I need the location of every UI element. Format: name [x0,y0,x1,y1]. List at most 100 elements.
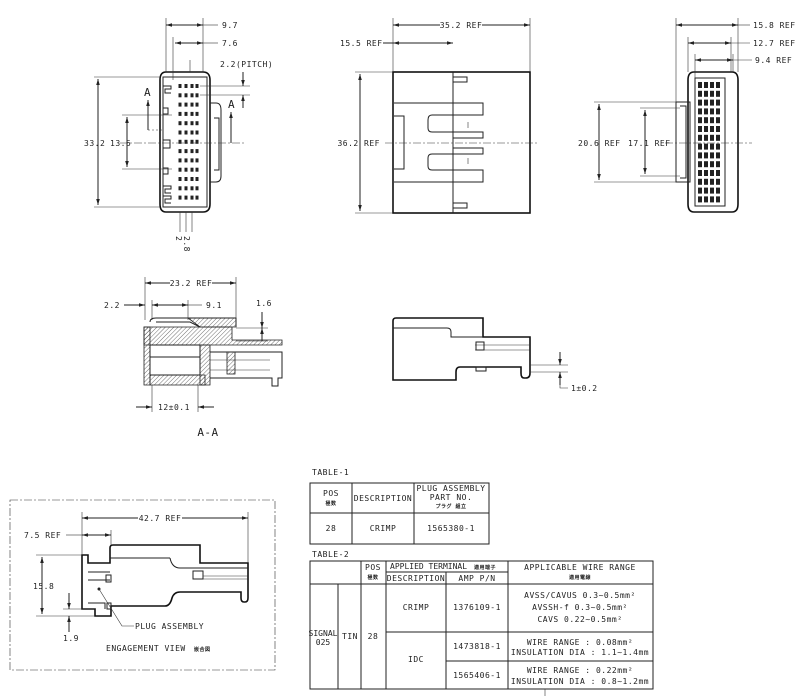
pin-cavity [178,84,182,88]
rear-pin-cavity [698,117,702,124]
rear-pin-cavity [716,108,720,115]
rear-pin-cavity [698,196,702,203]
t2-idc2-wire-1: WIRE RANGE : 0.22mm² [527,666,633,675]
pin-cavity [184,149,188,154]
dim-rear-h1: 20.6 REF [578,139,621,148]
dim-section-length: 23.2 REF [170,279,213,288]
rear-pin-cavity [698,178,702,185]
rear-pin-cavity [698,170,702,176]
pin-cavity [190,130,194,135]
rear-pin-cavity [716,143,720,150]
pin-cavity [190,84,194,88]
pin-cavity [178,149,182,154]
pin-cavity [190,102,194,107]
rear-pin-cavity [710,134,714,141]
t2-crimp-wire-2: AVSSH-f 0.3~0.5mm² [532,603,628,612]
rear-pin-cavity [716,196,720,203]
pin-cavity [195,84,199,88]
dim-latch-height: 13.5 [110,139,131,148]
pin-cavity [178,177,182,181]
rear-pin-cavity [698,90,702,97]
rear-pin-cavity [704,170,708,176]
t2-desc-crimp: CRIMP [403,603,430,612]
rear-pin-cavity [716,134,720,141]
pin-cavity [184,102,188,107]
t2-header-description: DESCRIPTION [387,574,445,583]
pin-cavity [184,121,188,126]
side-view: 35.2 REF 15.5 REF 36.2 REF [337,18,537,214]
pin-cavity [190,111,194,116]
t2-crimp-wire-3: CAVS 0.22~0.5mm² [537,615,622,624]
pin-cavity [195,93,199,98]
rear-pin-cavity [704,196,708,203]
dim-pitch: 2.2(PITCH) [220,60,273,69]
dim-engagement-length: 42.7 REF [139,514,182,523]
pin-cavity [195,177,199,181]
dim-bottom-step: 1±0.2 [571,384,598,393]
t2-pn-idc-2: 1565406-1 [453,671,501,680]
rear-pin-cavity [716,99,720,106]
dim-section-gap: 1.6 [256,299,272,308]
pin-cavity [178,121,182,126]
pin-cavity [190,195,194,200]
rear-pin-cavity [698,126,702,132]
t2-header-applied-terminal-jp: 適用端子 [474,564,496,571]
pin-cavity [195,130,199,135]
pin-cavity [195,111,199,116]
pin-cavity [184,186,188,191]
table-1: TABLE-1 POS 極数 DESCRIPTION PLUG ASSEMBLY… [309,468,490,545]
dim-rear-w3: 9.4 REF [755,56,792,65]
pin-cavity [178,93,182,98]
pin-cavity [178,195,182,200]
rear-pin-cavity [698,134,702,141]
rear-pin-cavity [704,161,708,168]
pin-cavity [195,139,199,144]
t2-pn-idc-1: 1473818-1 [453,642,501,651]
rear-pin-cavity [698,82,702,88]
dim-mating: 12±0.1 [158,403,190,412]
front-view: 9.7 7.6 2.2(PITCH) 33.2 13.5 A A 2 2.8 [84,18,273,252]
t1-header-description: DESCRIPTION [354,494,412,503]
dim-latch-pos: 15.5 REF [340,39,383,48]
rear-pin-cavity [704,90,708,97]
pin-cavity [190,158,194,163]
rear-pin-cavity [704,99,708,106]
rear-pin-cavity [716,82,720,88]
t1-cell-part-no: 1565380-1 [427,524,475,533]
dim-engagement-step: 1.9 [63,634,79,643]
rear-pin-cavity [716,161,720,168]
pin-cavity [184,167,188,172]
engagement-view-title: ENGAGEMENT VIEW [106,644,186,653]
pin-cavity [184,158,188,163]
rear-pin-cavity [710,170,714,176]
rear-pin-cavity [698,187,702,194]
t2-pn-crimp: 1376109-1 [453,603,501,612]
pin-cavity [195,149,199,154]
t2-plating: TIN [342,632,358,641]
rear-pin-cavity [704,178,708,185]
table-2: TABLE-2 POS 極数 APPLIED TERMINAL 適用端子 DES… [309,550,654,696]
t2-idc1-wire-1: WIRE RANGE : 0.08mm² [527,638,633,647]
table-2-title: TABLE-2 [312,550,349,559]
t2-header-wire-range-jp: 適用電線 [569,574,591,581]
rear-pin-cavity [704,126,708,132]
pin-cavity [184,130,188,135]
pin-cavity [184,139,188,144]
t1-cell-description: CRIMP [370,524,397,533]
pin-cavity [190,121,194,126]
pin-cavity [195,195,199,200]
rear-pin-cavity [704,143,708,150]
t2-signal-size: 025 [316,638,331,647]
rear-pin-cavity [716,170,720,176]
t2-header-pos-jp: 極数 [366,574,379,581]
rear-pin-cavity [710,108,714,115]
rear-pin-cavity [704,108,708,115]
dim-engagement-offset: 7.5 REF [24,531,61,540]
pin-cavity [195,158,199,163]
t2-crimp-wire-1: AVSS/CAVUS 0.3~0.5mm² [524,591,636,600]
rear-pin-cavity [716,152,720,159]
dim-width-inner: 7.6 [222,39,238,48]
pin-cavity [178,130,182,135]
pin-cavity [178,139,182,144]
pin-cavity [184,195,188,200]
